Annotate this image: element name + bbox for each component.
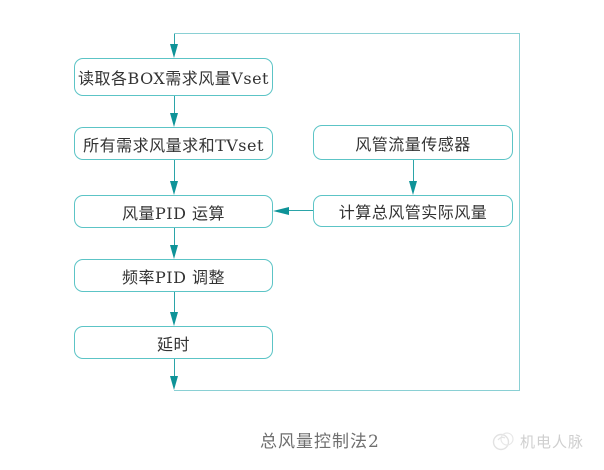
node-sum-tvset-label: 所有需求风量求和TVset (83, 135, 264, 155)
arrow-down-icon (170, 376, 178, 390)
arrow-down-icon (170, 245, 178, 259)
connector-sum-to-pid (174, 160, 175, 181)
arrow-down-icon (170, 312, 178, 326)
arrow-left-icon (273, 207, 289, 215)
node-calc-actual-label: 计算总风管实际风量 (338, 203, 488, 222)
loop-line-top (174, 33, 520, 34)
node-read-vset: 读取各BOX需求风量Vset (74, 58, 273, 96)
node-flow-pid-label: 风量PID 运算 (121, 203, 225, 223)
connector-calc-to-pid (289, 210, 313, 211)
connector-sensor-to-calc (413, 160, 414, 181)
node-duct-sensor: 风管流量传感器 (313, 125, 513, 160)
connector-freq-to-delay (174, 292, 175, 312)
loop-line-bottom (174, 390, 520, 391)
arrow-down-icon (170, 181, 178, 195)
connector-loop-to-read (174, 34, 175, 45)
connector-read-to-sum (174, 96, 175, 113)
watermark: 机电人脉 (492, 430, 584, 452)
connector-delay-to-loop (174, 359, 175, 376)
node-calc-actual: 计算总风管实际风量 (313, 195, 513, 227)
watermark-label: 机电人脉 (520, 432, 585, 451)
arrow-down-icon (170, 44, 178, 58)
node-delay: 延时 (74, 326, 273, 359)
node-freq-pid-label: 频率PID 调整 (121, 267, 225, 287)
node-sum-tvset: 所有需求风量求和TVset (74, 127, 273, 160)
connector-pid-to-freq (174, 228, 175, 245)
arrow-down-icon (409, 181, 417, 195)
node-flow-pid: 风量PID 运算 (74, 195, 273, 228)
diagram-caption: 总风量控制法2 (260, 432, 380, 452)
node-freq-pid: 频率PID 调整 (74, 259, 273, 292)
arrow-down-icon (170, 113, 178, 127)
brand-logo-icon (492, 432, 514, 451)
loop-line-right (519, 33, 520, 391)
node-duct-sensor-label: 风管流量传感器 (355, 134, 471, 154)
node-delay-label: 延时 (156, 334, 190, 354)
node-read-vset-label: 读取各BOX需求风量Vset (78, 69, 269, 88)
